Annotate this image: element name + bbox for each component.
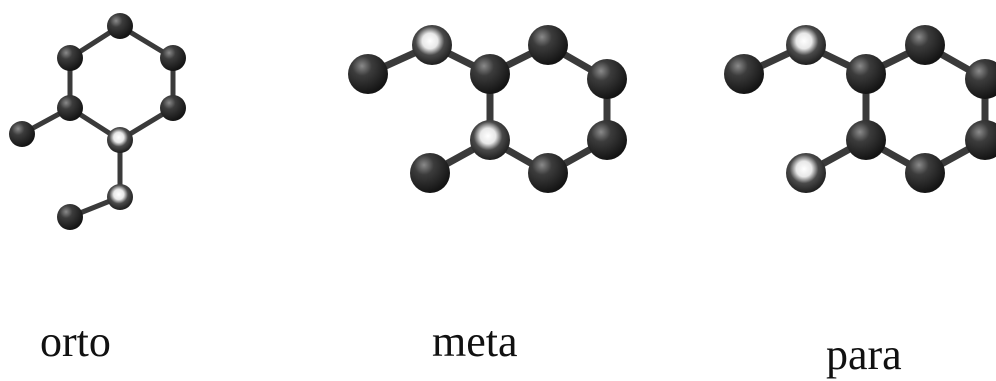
para-atom <box>965 120 996 160</box>
para-atom <box>846 120 886 160</box>
caption-orto: orto <box>40 317 111 366</box>
para-atom <box>724 54 764 94</box>
molecule-orto <box>19 23 176 220</box>
atoms-layer <box>9 13 996 230</box>
molecule-orto-atoms <box>9 13 186 230</box>
orto-atom <box>160 45 186 71</box>
caption-para: para <box>826 330 902 379</box>
para-atom <box>846 54 886 94</box>
meta-highlighted-atom <box>470 120 510 160</box>
orto-atom <box>57 204 83 230</box>
meta-highlighted-atom <box>412 25 452 65</box>
para-highlighted-atom <box>786 25 826 65</box>
orto-atom <box>160 95 186 121</box>
orto-atom <box>107 13 133 39</box>
para-atom <box>905 153 945 193</box>
meta-atom <box>528 153 568 193</box>
para-atom <box>905 25 945 65</box>
orto-atom <box>57 95 83 121</box>
orto-atom <box>57 45 83 71</box>
para-atom <box>965 59 996 99</box>
meta-atom <box>587 120 627 160</box>
meta-atom <box>587 59 627 99</box>
molecule-para-atoms <box>724 25 996 193</box>
molecule-meta-atoms <box>348 25 627 193</box>
orto-highlighted-atom <box>107 184 133 210</box>
meta-atom <box>348 54 388 94</box>
para-highlighted-atom <box>786 153 826 193</box>
caption-meta: meta <box>432 317 518 366</box>
orto-atom <box>9 121 35 147</box>
meta-atom <box>470 54 510 94</box>
meta-atom <box>528 25 568 65</box>
meta-atom <box>410 153 450 193</box>
orto-highlighted-atom <box>107 127 133 153</box>
